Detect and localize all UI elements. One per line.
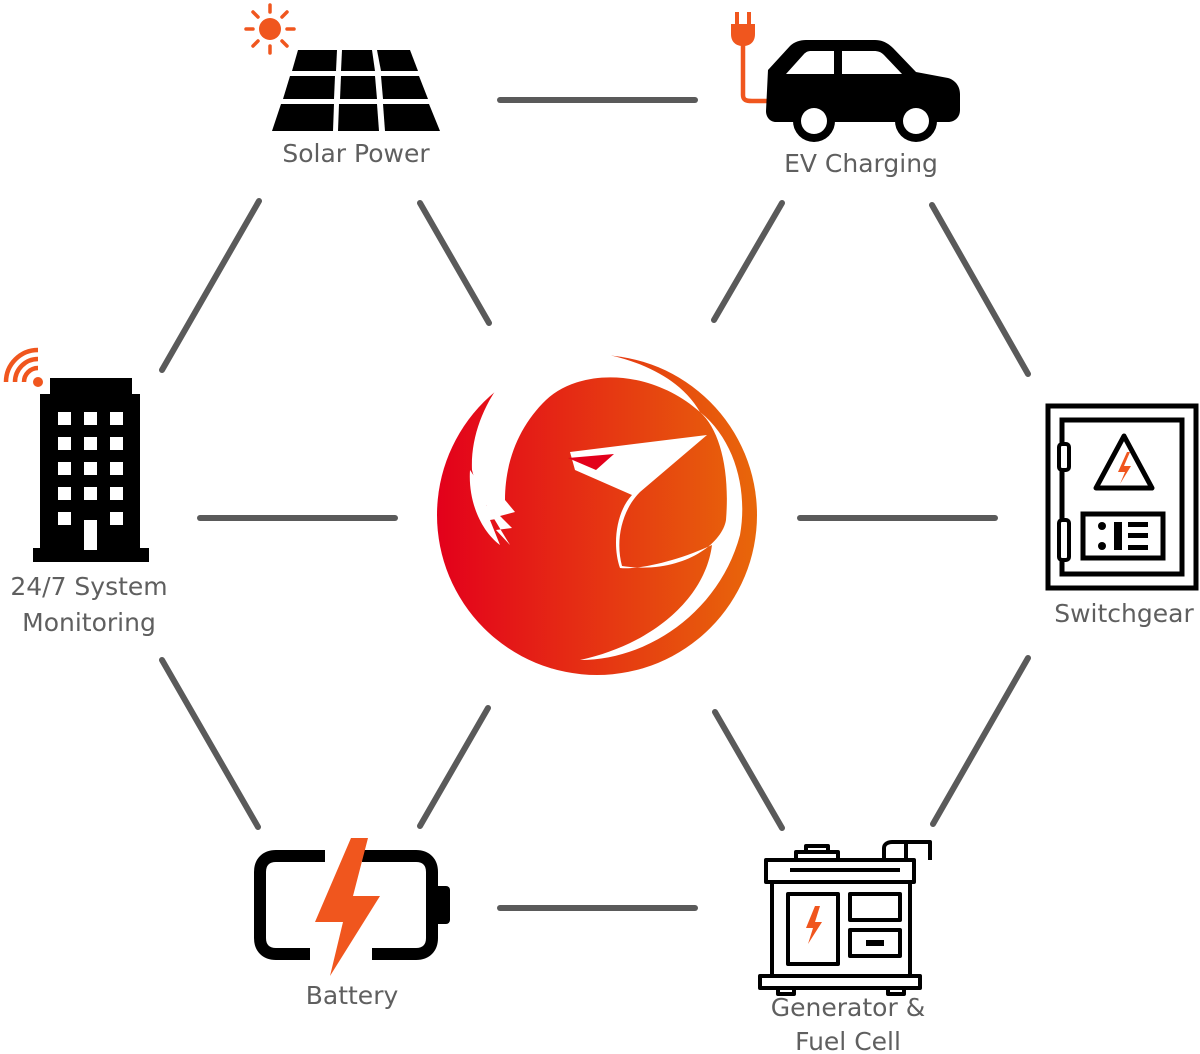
building-icon bbox=[33, 378, 149, 562]
bolt-icon bbox=[315, 838, 380, 976]
connector-monitoring-battery bbox=[159, 657, 261, 830]
connector-ev-center bbox=[711, 200, 785, 323]
connector-center-battery bbox=[417, 705, 491, 829]
monitoring-label-line2: Monitoring bbox=[22, 608, 156, 637]
connectors bbox=[159, 97, 1031, 911]
solar-power-node: Solar Power bbox=[244, 3, 440, 168]
sun-icon bbox=[244, 3, 296, 55]
generator-label-line1: Generator & bbox=[771, 993, 925, 1022]
phoenix-logo-icon bbox=[437, 349, 757, 675]
electric-car-icon bbox=[766, 40, 960, 142]
ev-charging-label: EV Charging bbox=[784, 149, 938, 178]
battery-bolt-icon bbox=[254, 838, 450, 976]
battery-node: Battery bbox=[254, 838, 450, 1010]
monitoring-node: 24/7 System Monitoring bbox=[3, 347, 168, 637]
solar-power-label: Solar Power bbox=[282, 139, 430, 168]
generator-node: Generator & Fuel Cell bbox=[758, 840, 932, 1054]
connector-solar-monitoring bbox=[159, 198, 262, 373]
ev-charging-node: EV Charging bbox=[731, 12, 960, 178]
connector-switchgear-generator bbox=[930, 655, 1031, 827]
solar-panel-icon bbox=[272, 50, 440, 131]
wifi-icon bbox=[3, 347, 43, 387]
charging-plug-icon bbox=[731, 12, 773, 104]
switchgear-cabinet-icon bbox=[1045, 403, 1199, 591]
switchgear-node: Switchgear bbox=[1045, 403, 1199, 628]
generator-icon bbox=[758, 840, 932, 996]
generator-label-line2: Fuel Cell bbox=[795, 1027, 901, 1054]
monitoring-label-line1: 24/7 System bbox=[10, 572, 167, 601]
switchgear-label: Switchgear bbox=[1054, 599, 1194, 628]
bolt-icon bbox=[1118, 452, 1131, 484]
connector-solar-center bbox=[417, 200, 492, 326]
connector-ev-switchgear bbox=[929, 202, 1031, 377]
battery-label: Battery bbox=[306, 981, 399, 1010]
connector-center-generator bbox=[712, 709, 785, 831]
